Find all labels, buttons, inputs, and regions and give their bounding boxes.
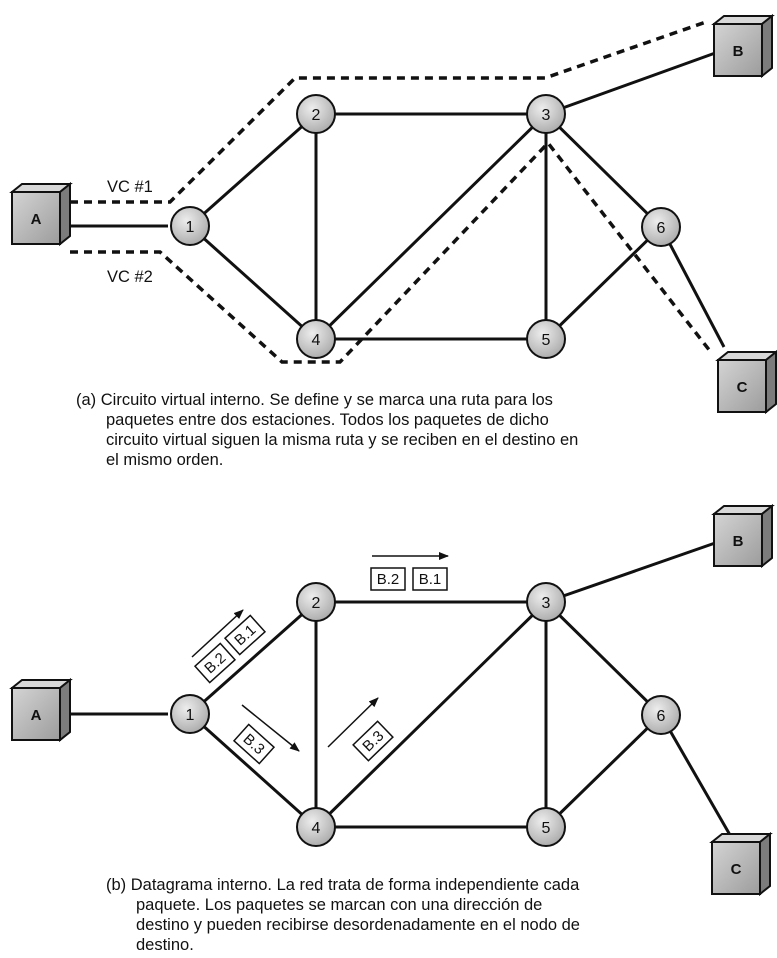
node-2: 2 (296, 94, 336, 134)
node-5: 5 (526, 319, 566, 359)
station-a-label: A (31, 707, 42, 724)
svg-text:B.1: B.1 (419, 571, 442, 588)
caption-a: (a) Circuito virtual interno. Se define … (76, 390, 716, 470)
node-3: 3 (526, 94, 566, 134)
arrow-1-4 (241, 704, 300, 752)
node-2: 2 (296, 582, 336, 622)
link-1-2 (189, 112, 317, 228)
link-3-6 (544, 112, 663, 229)
packet-direction-arrows (191, 552, 449, 752)
station-a: A (9, 181, 73, 247)
link-3-b (545, 540, 719, 604)
panel-b-datagram: B.2 B.1 B.2 B.1 B.3 B.3 (9, 503, 775, 897)
packet-b2-link-2-3: B.2 (370, 567, 406, 591)
svg-text:5: 5 (542, 332, 551, 349)
node-1: 1 (170, 694, 210, 734)
svg-text:3: 3 (542, 595, 551, 612)
caption-b-line-3: destino y pueden recibirse desordenadame… (136, 916, 580, 934)
caption-b-line-4: destino. (136, 936, 194, 954)
arrow-4-3 (327, 697, 379, 748)
link-1-2 (189, 600, 317, 716)
link-6-c (659, 714, 732, 836)
svg-text:2: 2 (312, 595, 321, 612)
link-1-4 (188, 224, 318, 341)
caption-a-line-3: circuito virtual siguen la misma ruta y … (106, 431, 579, 449)
station-c-label: C (731, 861, 742, 878)
node-4: 4 (296, 319, 336, 359)
caption-b-line-2: paquete. Los paquetes se marcan con una … (136, 896, 543, 914)
link-5-6 (544, 225, 663, 341)
link-3-6 (544, 600, 663, 717)
vc1-label: VC #1 (107, 178, 153, 196)
station-b-label: B (733, 533, 744, 550)
station-b-label: B (733, 43, 744, 60)
node-6: 6 (641, 695, 681, 735)
station-a-label: A (31, 211, 42, 228)
station-c-label: C (737, 379, 748, 396)
caption-b: (b) Datagrama interno. La red trata de f… (106, 875, 716, 955)
caption-a-line-1: (a) Circuito virtual interno. Se define … (76, 391, 553, 409)
link-6-c (659, 226, 726, 348)
packet-b1-link-2-3: B.1 (412, 567, 448, 591)
station-c: C (709, 831, 773, 897)
arrow-1-2 (191, 609, 244, 658)
node-3: 3 (526, 582, 566, 622)
panel-a-links (69, 50, 726, 348)
node-5: 5 (526, 807, 566, 847)
svg-text:4: 4 (312, 332, 321, 349)
node-4: 4 (296, 807, 336, 847)
svg-text:5: 5 (542, 820, 551, 837)
vc2-label: VC #2 (107, 268, 153, 286)
svg-text:6: 6 (657, 220, 666, 237)
link-5-6 (544, 713, 663, 829)
node-1: 1 (170, 206, 210, 246)
svg-text:1: 1 (186, 707, 195, 724)
svg-text:B.2: B.2 (377, 571, 400, 588)
virtual-circuit-paths (70, 20, 712, 364)
station-b: B (711, 13, 775, 79)
caption-a-line-4: el mismo orden. (106, 451, 224, 469)
svg-text:3: 3 (542, 107, 551, 124)
svg-text:6: 6 (657, 708, 666, 725)
caption-b-line-1: (b) Datagrama interno. La red trata de f… (106, 876, 580, 894)
station-a: A (9, 677, 73, 743)
link-3-4 (314, 112, 548, 341)
svg-text:2: 2 (312, 107, 321, 124)
packet-b3-link-4-3: B.3 (352, 720, 394, 762)
panel-a-virtual-circuit: VC #1 VC #2 A B C 1 2 (9, 13, 777, 415)
link-3-4 (314, 600, 548, 829)
vc2-path (70, 140, 712, 364)
svg-text:1: 1 (186, 219, 195, 236)
link-3-b (545, 50, 719, 116)
svg-text:4: 4 (312, 820, 321, 837)
node-6: 6 (641, 207, 681, 247)
station-c: C (715, 349, 777, 415)
vc1-path (70, 20, 707, 204)
link-1-4 (188, 712, 318, 829)
caption-a-line-2: paquetes entre dos estaciones. Todos los… (106, 411, 549, 429)
station-b: B (711, 503, 775, 569)
panel-b-links (69, 540, 732, 836)
